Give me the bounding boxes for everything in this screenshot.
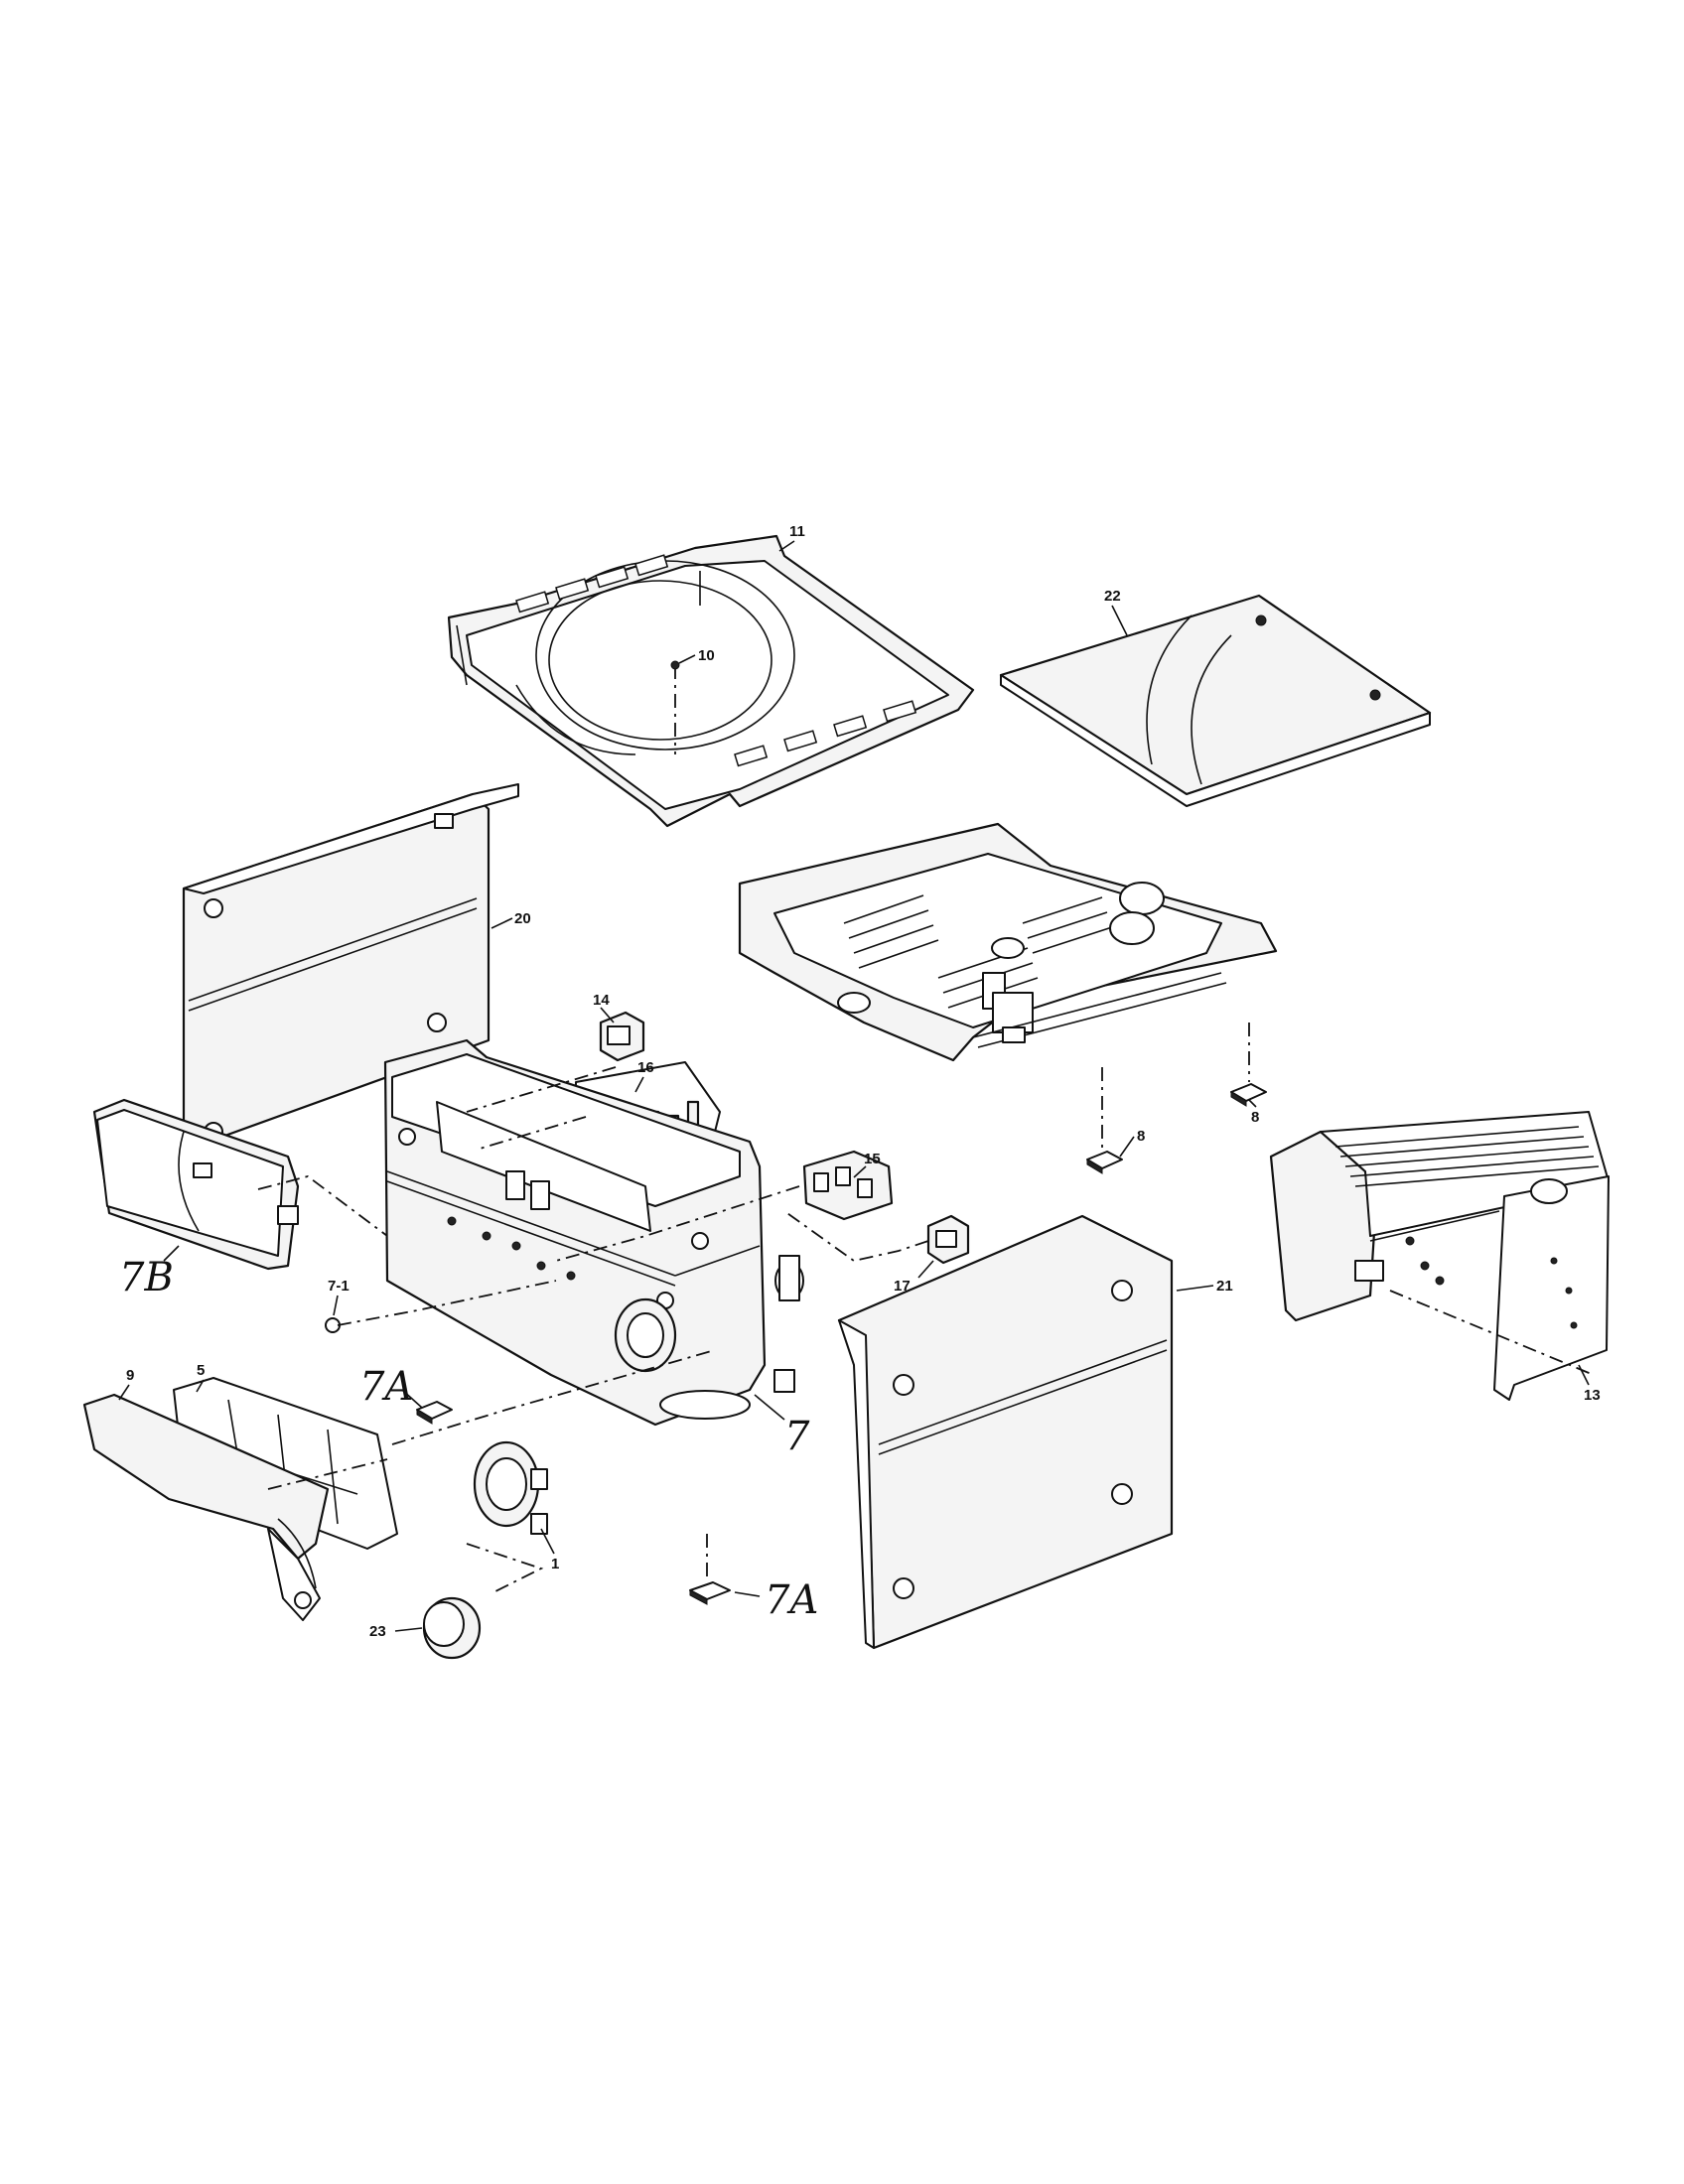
chassis-tray (738, 822, 1278, 1062)
label-7-1: 7-1 (328, 1278, 350, 1295)
part-7A-foot-left (416, 1401, 453, 1425)
leader-15 (853, 1165, 867, 1178)
label-17: 17 (894, 1278, 911, 1295)
leader-8-a (1119, 1136, 1135, 1158)
label-13: 13 (1584, 1387, 1601, 1404)
part-7-1-screw (325, 1317, 341, 1333)
leader-7-1 (333, 1295, 339, 1316)
label-5: 5 (197, 1362, 205, 1379)
part-15-switch-group (802, 1150, 894, 1221)
leader-9 (118, 1384, 130, 1401)
part-7A-foot-bottom (689, 1534, 731, 1605)
label-15: 15 (864, 1151, 881, 1167)
part-22-top-cover (999, 594, 1432, 807)
label-7B: 7B (119, 1255, 174, 1300)
label-8-a: 8 (1137, 1128, 1145, 1145)
leader-7A-left (401, 1389, 423, 1409)
label-14: 14 (593, 992, 610, 1009)
leader-22 (1111, 605, 1128, 636)
label-21: 21 (1216, 1278, 1233, 1295)
label-8-b: 8 (1251, 1109, 1259, 1126)
leader-8-b (1248, 1099, 1257, 1108)
label-7A-bottom: 7A (765, 1577, 818, 1623)
part-14-switch (599, 1011, 645, 1062)
assembly-lines (257, 1066, 929, 1594)
leader-13 (1578, 1364, 1590, 1386)
part-8-foot-b (1230, 1023, 1267, 1107)
label-11: 11 (789, 523, 805, 540)
leader-16 (634, 1076, 644, 1093)
part-8-foot-a (1086, 1067, 1123, 1174)
part-21-right-side-panel (837, 1214, 1174, 1650)
label-10: 10 (698, 647, 715, 664)
label-23: 23 (369, 1623, 386, 1640)
label-7A-left: 7A (359, 1364, 413, 1410)
leader-20 (491, 917, 513, 929)
heatsink-fins (1334, 1126, 1600, 1187)
amp-holes (1405, 1236, 1578, 1329)
part-9-door-panel (82, 1393, 330, 1621)
front-panel-buttons (447, 1216, 576, 1281)
part-23-knob-cap (422, 1596, 482, 1660)
part-7-front-chassis (383, 1038, 804, 1427)
leader-21 (1176, 1285, 1214, 1292)
leader-7 (754, 1394, 785, 1421)
label-1: 1 (551, 1556, 559, 1572)
part-11-cd-frame (447, 534, 975, 828)
label-20: 20 (514, 910, 531, 927)
leader-5 (196, 1379, 205, 1393)
part-17-switch (926, 1214, 970, 1265)
label-7: 7 (784, 1414, 810, 1459)
part-11-slots (515, 554, 917, 767)
part-1-knob-ring (473, 1440, 548, 1535)
leader-7B (163, 1245, 180, 1262)
leader-23 (394, 1627, 423, 1632)
part-13-amp-assembly (1269, 1111, 1610, 1401)
label-9: 9 (126, 1367, 134, 1384)
part-7B-display-window (92, 1098, 300, 1271)
leader-10 (678, 654, 696, 664)
leader-11 (778, 540, 795, 552)
leader-14 (600, 1007, 615, 1024)
leader-1 (540, 1528, 555, 1555)
label-22: 22 (1104, 588, 1121, 605)
leader-17 (917, 1260, 934, 1279)
label-16: 16 (637, 1059, 654, 1076)
leader-7A-bottom (734, 1591, 761, 1597)
chassis-vents (843, 894, 1113, 1009)
